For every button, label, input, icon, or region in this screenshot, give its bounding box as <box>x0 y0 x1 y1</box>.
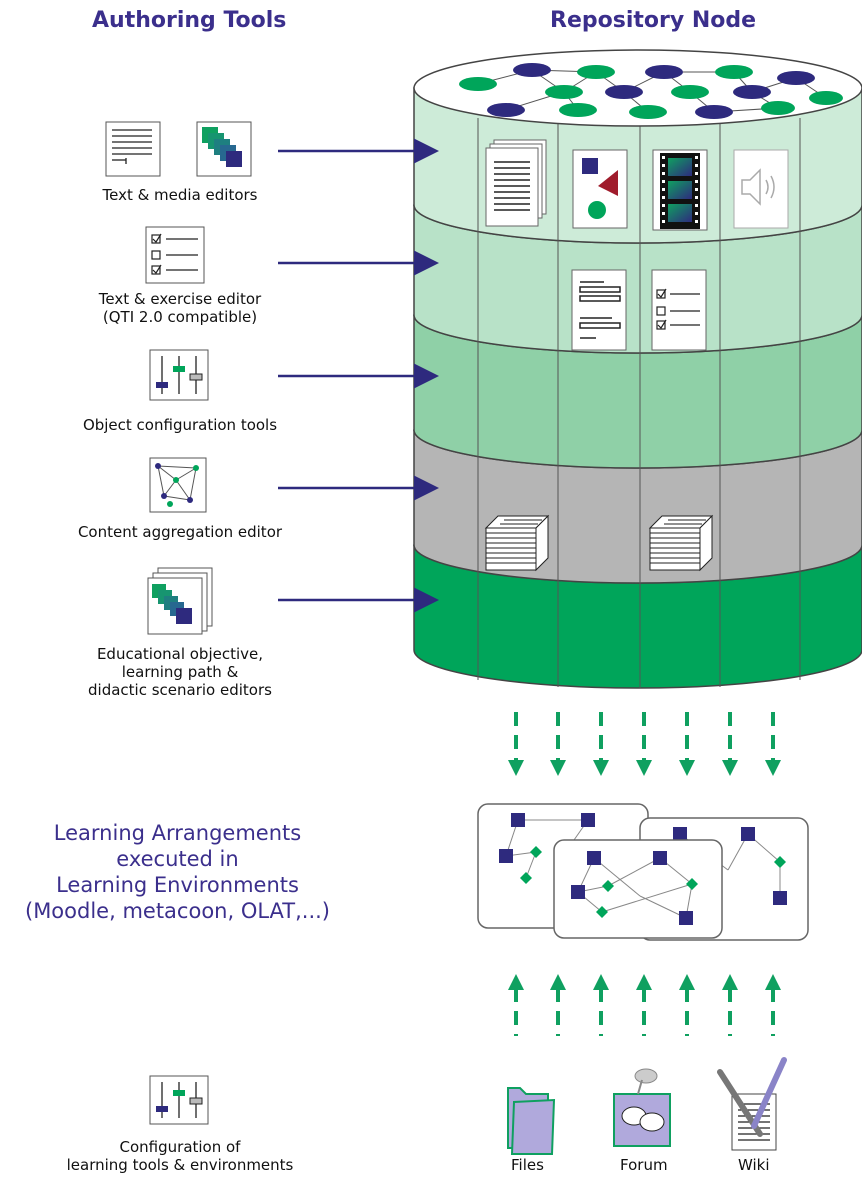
tool-label-scenario-editors: Educational objective, learning path & d… <box>88 645 272 699</box>
video-film-icon <box>652 149 708 231</box>
learning-arrangement-network <box>477 803 809 941</box>
slider-config-icon <box>149 349 209 401</box>
forum-label: Forum <box>620 1156 668 1174</box>
paper-stack-icon <box>648 514 714 572</box>
text-document-stack-icon <box>485 139 547 227</box>
down-arrows <box>514 712 775 762</box>
repository-cylinder <box>413 49 862 689</box>
learning-config-slider-icon <box>149 1075 209 1125</box>
learning-arrangements-label: Learning Arrangements executed in Learni… <box>25 821 330 923</box>
forum-pin-board-icon <box>613 1068 671 1147</box>
tool-label-object-config: Object configuration tools <box>82 416 278 434</box>
stacked-scenarios-icon <box>147 567 213 635</box>
text-editor-icon <box>105 121 161 177</box>
files-label: Files <box>511 1156 544 1174</box>
wiki-label: Wiki <box>738 1156 770 1174</box>
tool-label-text-media: Text & media editors <box>102 186 258 204</box>
audio-speaker-icon <box>733 149 789 229</box>
exercise-editor-icon <box>145 226 205 284</box>
tool-label-exercise-editor: Text & exercise editor (QTI 2.0 compatib… <box>98 290 262 326</box>
wiki-document-icon <box>717 1057 787 1151</box>
graphics-document-icon <box>572 149 628 229</box>
tool-label-content-aggregation: Content aggregation editor <box>77 523 283 541</box>
network-aggregation-icon <box>149 457 207 513</box>
media-editor-icon <box>196 121 252 177</box>
authoring-tools-heading: Authoring Tools <box>92 8 287 33</box>
exercise-checklist-icon <box>651 269 707 351</box>
up-arrows <box>514 988 775 1036</box>
repository-node-heading: Repository Node <box>550 8 757 33</box>
configuration-label: Configuration of learning tools & enviro… <box>66 1138 294 1174</box>
files-folder-icon <box>507 1087 556 1155</box>
paper-stack-icon <box>484 514 550 572</box>
form-document-icon <box>571 269 627 351</box>
